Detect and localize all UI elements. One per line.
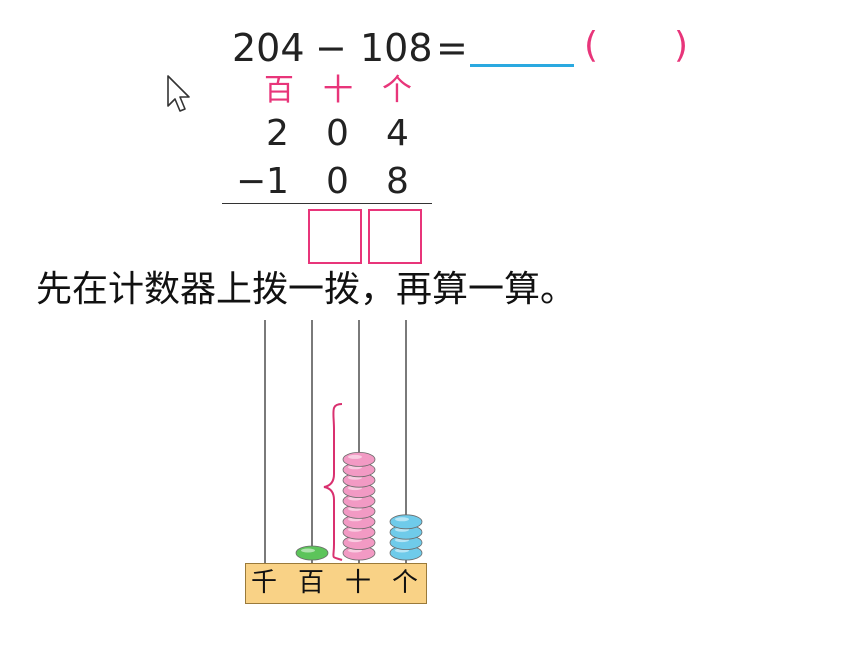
answer-box-ones[interactable] [368,209,422,264]
bead-hundreds[interactable] [295,545,329,561]
brace-icon [323,403,343,561]
answer-box-tens[interactable] [308,209,362,264]
paren-close: ) [674,25,689,66]
subtraction-rule [222,203,432,204]
minuend-tens: 0 [326,113,349,154]
equation-equals: = [436,26,468,70]
label-hundreds: 百 [298,568,325,598]
bead-highlight [348,454,362,459]
subtrahend-ones: 8 [386,161,409,202]
abacus-base [245,563,427,604]
header-ones: 个 [382,73,412,108]
equation-left: 204 [232,26,305,70]
instruction-text: 先在计数器上拨一拨，再算一算。 [36,269,577,310]
minuend-ones: 4 [386,113,409,154]
bead-highlight [301,548,315,553]
subtrahend-tens: 0 [326,161,349,202]
cursor-arrow-icon [166,74,192,118]
bead-highlight [395,517,409,522]
bead-ones[interactable] [389,514,423,530]
header-hundreds: 百 [264,73,294,108]
header-tens: 十 [323,73,353,108]
subtrahend-hundreds: 1 [266,161,289,202]
label-ones: 个 [392,568,419,598]
label-thousands: 千 [251,568,278,598]
paren-open: ( [584,25,599,66]
subtrahend-sign: − [236,161,267,202]
minuend-hundreds: 2 [266,113,289,154]
label-tens: 十 [345,568,372,598]
bead-tens[interactable] [342,451,376,467]
answer-blank[interactable] [470,64,574,67]
equation-operator: − [315,26,347,70]
equation-right: 108 [360,26,433,70]
